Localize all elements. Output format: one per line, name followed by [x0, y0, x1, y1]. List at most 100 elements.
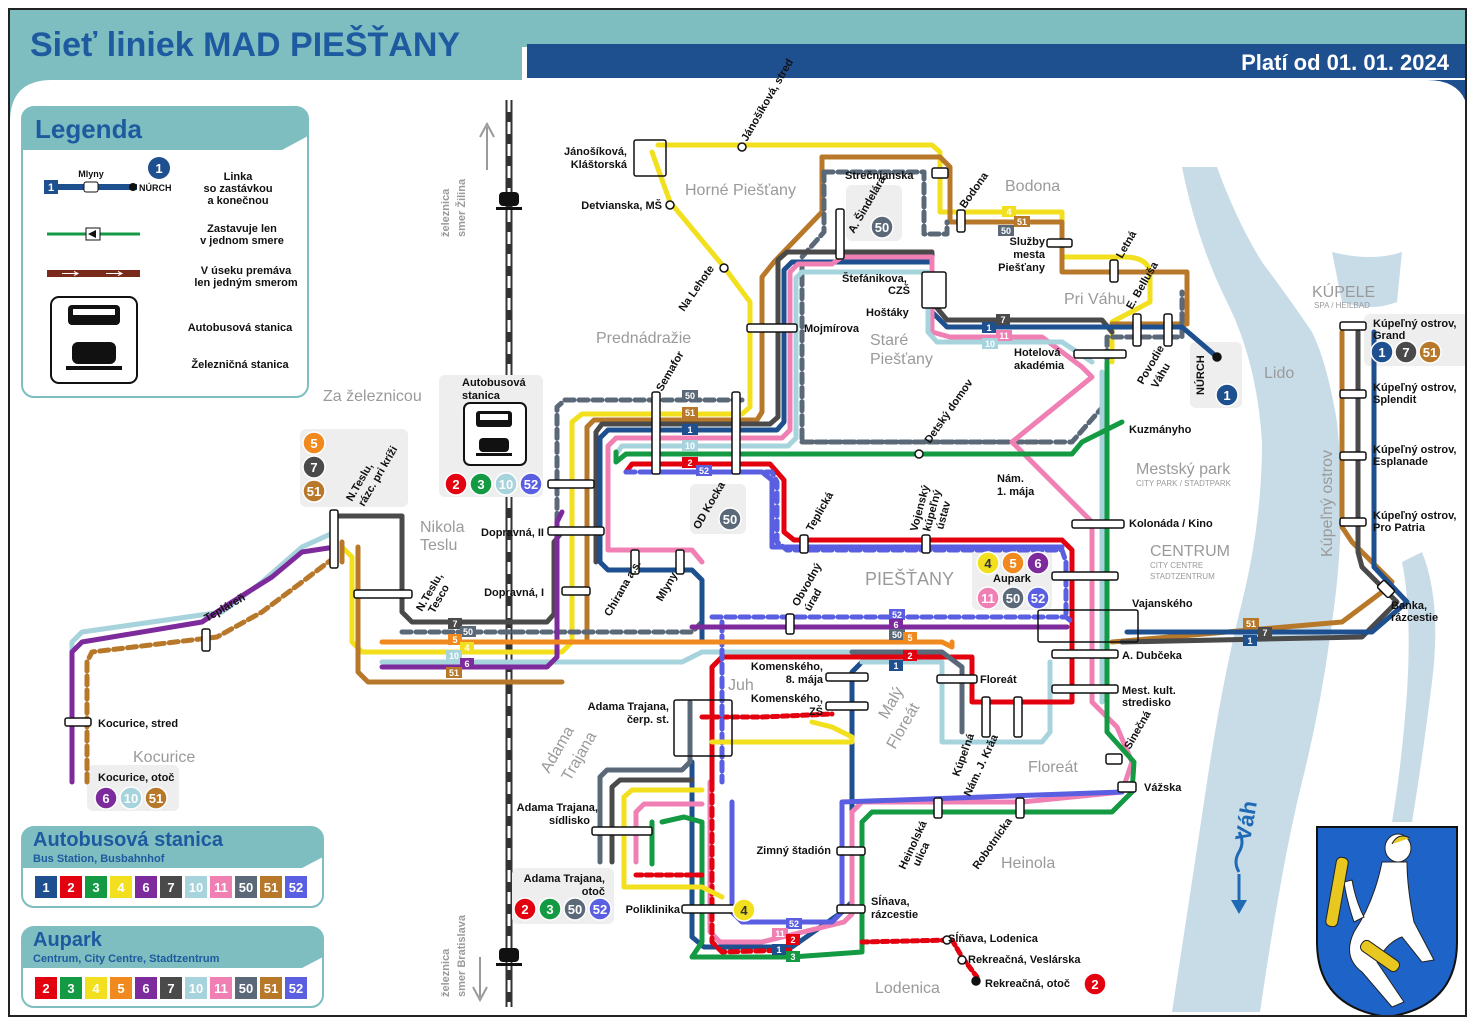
area-lido: Lido	[1264, 365, 1294, 382]
line-badge-52	[1026, 586, 1050, 610]
stop-sinecna: Sinečná	[1122, 708, 1154, 751]
svg-text:11: 11	[775, 929, 785, 939]
line-square-51	[260, 977, 282, 999]
area-stare-2: Piešťany	[870, 351, 933, 368]
stop-kuzmanyho: Kuzmányho	[1129, 424, 1192, 436]
legend-one-way-2: len jedným smerom	[194, 277, 298, 289]
line-badge-label-10: 10	[499, 477, 513, 492]
line-square-label-50: 50	[239, 880, 253, 895]
svg-text:6: 6	[893, 620, 898, 630]
line-badge-6	[94, 786, 118, 810]
stop-kup-patria-1: Kúpeľný ostrov,	[1373, 510, 1457, 522]
area-labels: Horné Piešťany Bodona Prednádražie Za že…	[133, 178, 1375, 997]
legend-rail-station: Železničná stanica	[191, 358, 289, 371]
line-square-label-7: 7	[167, 981, 174, 996]
stop-dopravna-2: Dopravná, II	[481, 527, 544, 539]
area-piestany: PIEŠŤANY	[865, 568, 954, 589]
line-square-50	[235, 977, 257, 999]
svg-text:7: 7	[452, 619, 457, 629]
stop-mlyny: Mlyny	[654, 570, 680, 604]
legend-line-desc-3: a konečnou	[207, 195, 268, 207]
line-square-label-3: 3	[92, 880, 99, 895]
stop-banka-1: Banka,	[1391, 600, 1427, 612]
line-badge-label-51: 51	[1423, 345, 1437, 360]
svg-text:50: 50	[1001, 226, 1011, 236]
line-badge-6	[1026, 551, 1050, 575]
stop-slnava-razc-2: rázcestie	[871, 909, 918, 921]
line-badge-label-7: 7	[310, 460, 317, 475]
line-badge-11	[976, 586, 1000, 610]
line-badge-label-5: 5	[1009, 556, 1016, 571]
stop-kup-patria-2: Pro Patria	[1373, 522, 1426, 534]
svg-text:2: 2	[790, 935, 795, 945]
area-nikola-2: Teslu	[420, 537, 457, 554]
stop-teplaren: Tepláreň	[203, 592, 248, 625]
area-kupele-sub: SPA / HEILBAD	[1314, 301, 1370, 310]
line-square-label-52: 52	[289, 880, 303, 895]
line-badge-7	[302, 455, 326, 479]
line-badge-4	[976, 551, 1000, 575]
stop-kocurice-otoc: Kocurice, otoč	[98, 772, 174, 784]
area-kupelny-ostrov: Kúpeľný ostrov	[1319, 450, 1336, 557]
stop-komenskeho-zs-1: Komenského,	[751, 693, 823, 705]
line-badge-10	[494, 472, 518, 496]
stop-mest-kult-1: Mest. kult.	[1122, 685, 1176, 697]
stop-kolonada: Kolonáda / Kino	[1129, 518, 1213, 530]
legend-one-way-1: V úseku premáva	[201, 265, 292, 277]
line-tags: 50 51 1 10 2 52 7 1 11 10 4 51 50 51 7 1…	[446, 206, 1272, 962]
line-square-label-50: 50	[239, 981, 253, 996]
stop-strecnianska: Strečnianska	[845, 170, 914, 182]
line-square-label-52: 52	[289, 981, 303, 996]
svg-text:3: 3	[790, 952, 795, 962]
svg-text:2: 2	[907, 651, 912, 661]
line-badge-label-2: 2	[452, 477, 459, 492]
svg-text:5: 5	[907, 633, 912, 643]
line-badge-2	[1083, 972, 1107, 996]
stop-zimny: Zimný štadión	[756, 845, 831, 857]
line-badge-label-50: 50	[568, 902, 582, 917]
legend-line-desc-2: so zastávkou	[203, 183, 272, 195]
line-square-label-4: 4	[92, 981, 100, 996]
line-square-7	[160, 977, 182, 999]
rail-north-label-2: smer Žilina	[455, 178, 468, 237]
area-floreat: Floreát	[1028, 759, 1078, 776]
stop-adama-sid-2: sídlisko	[549, 815, 590, 827]
aupark-box: Aupark Centrum, City Centre, Stadtzentru…	[21, 926, 324, 1008]
stop-komenskeho-zs-2: ZŠ	[809, 705, 823, 718]
line-badge-label-11: 11	[981, 591, 995, 606]
legend-bus-station: Autobusová stanica	[188, 322, 293, 334]
svg-text:1: 1	[776, 945, 781, 955]
svg-text:1: 1	[893, 661, 898, 671]
stop-nam-1-maja-2: 1. mája	[997, 486, 1035, 498]
svg-text:5: 5	[452, 635, 457, 645]
line-badge-label-50: 50	[875, 220, 889, 235]
line-square-7	[160, 876, 182, 898]
stop-aupark: Aupark	[993, 573, 1032, 585]
line-square-label-51: 51	[264, 880, 278, 895]
line-square-6	[135, 977, 157, 999]
rail-south-label-1: železnica	[440, 948, 452, 997]
stop-janosikova-klast-1: Jánošíková,	[564, 146, 627, 158]
stop-hotelova-2: akadémia	[1014, 360, 1065, 372]
line-square-3	[60, 977, 82, 999]
line-square-label-6: 6	[142, 880, 149, 895]
svg-text:50: 50	[463, 627, 473, 637]
area-centrum-sub2: STADTZENTRUM	[1150, 572, 1215, 581]
line-badge-4	[732, 898, 756, 922]
map-title: Sieť liniek MAD PIEŠŤANY	[30, 25, 460, 64]
line-square-51	[260, 876, 282, 898]
stop-kup-splendit-1: Kúpeľný ostrov,	[1373, 382, 1457, 394]
line-square-52	[285, 977, 307, 999]
line-badge-label-52: 52	[593, 902, 607, 917]
svg-text:1: 1	[1247, 636, 1252, 646]
stop-hostaky: Hoštáky	[866, 307, 910, 319]
line-badge-51	[302, 479, 326, 503]
line-badge-52	[519, 472, 543, 496]
line-badge-50	[1001, 586, 1025, 610]
area-juh: Juh	[728, 677, 754, 694]
line-badge-label-1: 1	[1378, 345, 1385, 360]
line-square-2	[60, 876, 82, 898]
stop-bus-station-2: stanica	[462, 390, 501, 402]
